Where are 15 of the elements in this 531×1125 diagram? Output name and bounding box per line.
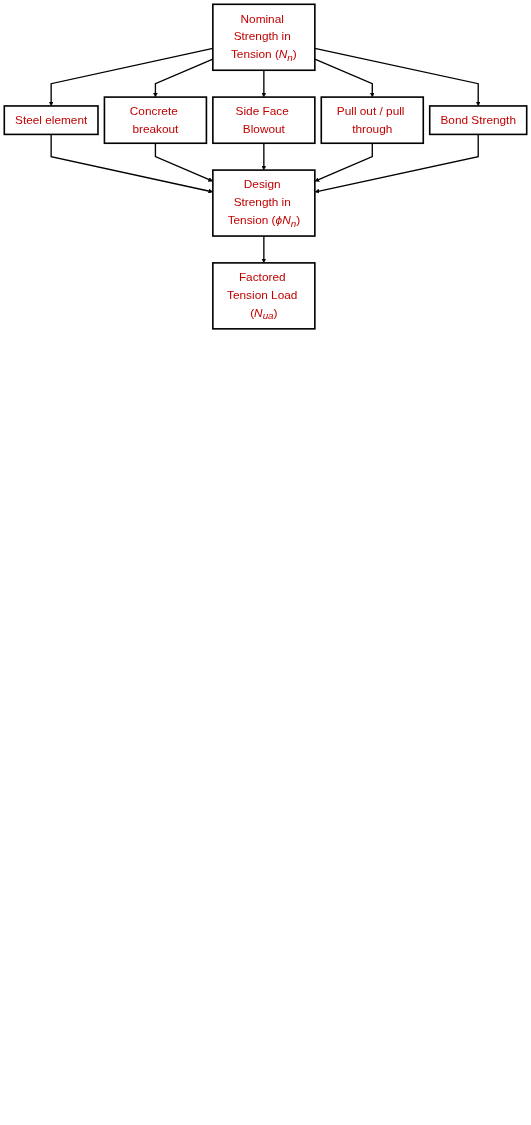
node-box: Pull out / pull through <box>320 96 425 145</box>
arrow <box>261 142 267 171</box>
arrow <box>314 47 481 107</box>
arrow <box>261 235 267 264</box>
node-box: Bond Strength <box>428 105 528 136</box>
node-box: Concrete breakout <box>103 96 208 145</box>
node-box: Design Strength in Tension (ϕN$_{n}$) <box>212 169 316 237</box>
node-box: Side Face Blowout <box>212 96 316 145</box>
node-box: Factored Tension Load (N$_{ua}$) <box>212 262 316 330</box>
arrow <box>314 142 373 182</box>
arrow <box>314 58 375 98</box>
node-box: Steel element <box>3 105 99 136</box>
arrow <box>314 133 479 194</box>
node-box: Nominal Strength in Tension (N$_{n}$) <box>212 3 316 72</box>
arrow <box>261 69 267 98</box>
